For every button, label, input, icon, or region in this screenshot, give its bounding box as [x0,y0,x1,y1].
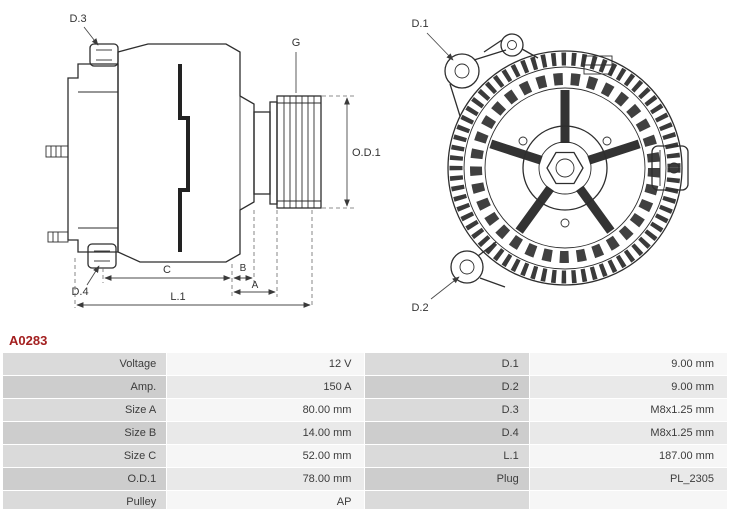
hub [522,125,608,211]
spec-value-cell [529,491,727,509]
side-view-drawing: G O.D.1 D.3 D.4 [45,13,381,308]
spec-value-cell: 9.00 mm [529,353,727,375]
spec-row: Pulley AP [3,491,727,509]
dim-label-a: A [252,280,259,291]
mounting-tab-top [483,33,539,59]
front-view-drawing: D.1 D.2 [411,18,689,314]
spec-value-cell: 187.00 mm [529,445,727,467]
shaft-spacer [253,111,271,195]
top-mounting-lug [89,43,119,67]
spec-value-cell: 78.00 mm [167,468,365,490]
od1-dimension: O.D.1 [322,95,381,209]
cooling-fins [449,52,681,284]
spec-value-cell: 52.00 mm [167,445,365,467]
dim-label-d3: D.3 [69,13,86,25]
spec-label-cell: Size C [3,445,167,467]
spec-value-cell: M8x1.25 mm [529,422,727,444]
spec-value-cell: 12 V [167,353,365,375]
dim-label-od1: O.D.1 [352,147,381,159]
spec-label-cell: L.1 [365,445,529,467]
terminal-stud [45,145,69,158]
spec-label-cell: D.2 [365,376,529,398]
mounting-ear-bottom [450,241,506,288]
stator-profile [178,64,190,252]
dim-label-d2: D.2 [411,302,428,314]
dim-label-g: G [292,37,301,49]
spec-label-cell: D.1 [365,353,529,375]
dim-label-d4: D.4 [71,286,88,298]
outer-rim [447,50,683,286]
spec-row: O.D.1 78.00 mm Plug PL_2305 [3,468,727,490]
part-number: A0283 [9,333,48,348]
spec-value-cell: 14.00 mm [167,422,365,444]
spec-table: Voltage 12 V D.1 9.00 mm Amp. 150 A D.2 … [2,352,728,509]
spec-value-cell: 9.00 mm [529,376,727,398]
spec-label-cell [365,491,529,509]
spec-label-cell: D.4 [365,422,529,444]
fan-spokes [489,90,641,234]
bottom-mounting-lug [87,243,117,269]
dim-label-b: B [240,263,247,274]
spec-value-cell: PL_2305 [529,468,727,490]
spec-row: Amp. 150 A D.2 9.00 mm [3,376,727,398]
dim-label-l1: L.1 [170,291,185,303]
spec-row: Size A 80.00 mm D.3 M8x1.25 mm [3,399,727,421]
spec-label-cell: D.3 [365,399,529,421]
spec-value-cell: M8x1.25 mm [529,399,727,421]
terminal-block [583,55,613,75]
spec-label-cell: Plug [365,468,529,490]
spec-value-cell: 150 A [167,376,365,398]
spec-row: Size B 14.00 mm D.4 M8x1.25 mm [3,422,727,444]
mounting-tab-right [651,145,689,191]
spec-label-cell: Pulley [3,491,167,509]
alternator-technical-drawing: G O.D.1 D.3 D.4 [45,13,689,314]
spec-label-cell: Amp. [3,376,167,398]
spec-row: Size C 52.00 mm L.1 187.00 mm [3,445,727,467]
pulley [269,95,322,209]
spec-label-cell: Size B [3,422,167,444]
mounting-ear-top [444,49,507,117]
spec-label-cell: Size A [3,399,167,421]
hex-nut [546,151,584,185]
front-housing [117,43,255,263]
spec-value-cell: 80.00 mm [167,399,365,421]
dim-label-d1: D.1 [411,18,428,30]
spec-row: Voltage 12 V D.1 9.00 mm [3,353,727,375]
spec-value-cell: AP [167,491,365,509]
mounting-bolt [47,231,69,243]
dim-label-c: C [163,264,171,276]
spec-label-cell: Voltage [3,353,167,375]
vent-slots [470,73,660,263]
spec-label-cell: O.D.1 [3,468,167,490]
technical-drawing-area: G O.D.1 D.3 D.4 [45,13,689,314]
